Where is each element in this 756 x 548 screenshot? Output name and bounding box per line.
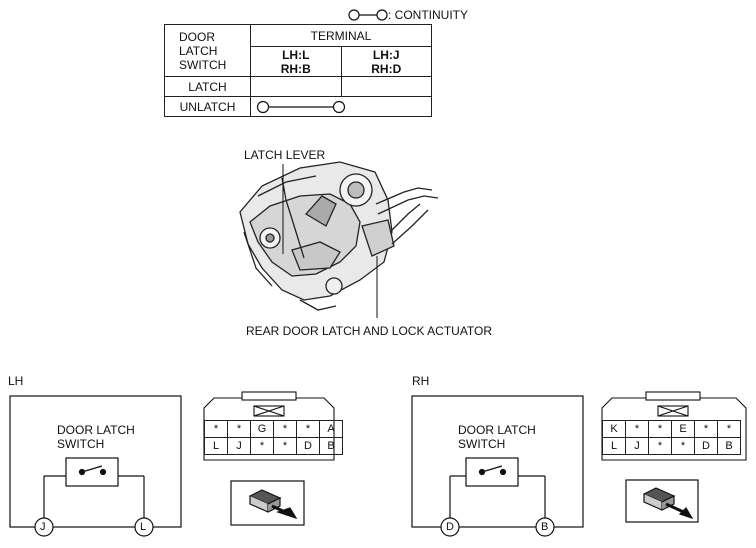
actuator-label: REAR DOOR LATCH AND LOCK ACTUATOR (246, 324, 493, 338)
continuity-table: DOOR LATCH SWITCH TERMINAL LH:L RH:B LH:… (164, 24, 432, 117)
terminal-col-1: LH:L RH:B (250, 46, 342, 77)
row-header: DOOR LATCH SWITCH (179, 29, 227, 72)
pin-cell: * (717, 420, 741, 438)
pin-cell: B (319, 437, 343, 455)
latch-lever-label: LATCH LEVER (244, 148, 326, 162)
pin-cell: A (319, 420, 343, 438)
pin-cell: * (273, 420, 297, 438)
terminal-col-2: LH:J RH:D (340, 46, 432, 77)
lh-side-label: LH (8, 374, 24, 388)
pin-cell: * (625, 420, 649, 438)
rh-switch-label-line2: SWITCH (458, 437, 506, 451)
pin-cell: B (717, 437, 741, 455)
pin-cell: * (671, 437, 695, 455)
lh-terminal-l: L (140, 521, 147, 533)
continuity-symbol-icon (348, 9, 388, 21)
terminal-col-1-line1: LH:L (282, 47, 310, 62)
rh-switch-schematic (411, 395, 584, 537)
legend-text: : CONTINUITY (388, 8, 468, 22)
terminal-col-2-line2: RH:D (371, 61, 402, 76)
pin-cell: D (296, 437, 320, 455)
rh-connector-view-icon (625, 479, 699, 523)
pin-cell: * (227, 420, 251, 438)
terminal-col-2-line1: LH:J (372, 47, 400, 62)
continuity-legend: : CONTINUITY (348, 6, 468, 24)
pin-cell: L (602, 437, 626, 455)
lh-connector-pin-table: * * G * * A L J * * D B (204, 420, 343, 455)
row-label-unlatch: UNLATCH (164, 96, 251, 117)
pin-cell: J (227, 437, 251, 455)
lh-switch-label-line2: SWITCH (57, 437, 105, 451)
pin-cell: E (671, 420, 695, 438)
pin-cell: * (296, 420, 320, 438)
terminal-header: TERMINAL (250, 24, 432, 47)
continuity-symbol-icon (256, 100, 346, 113)
rh-switch-label-line1: DOOR LATCH (458, 423, 536, 437)
table-row: L J * * D B (602, 437, 741, 455)
pin-cell: * (648, 420, 672, 438)
pin-cell: K (602, 420, 626, 438)
pin-cell: G (250, 420, 274, 438)
pin-cell: J (625, 437, 649, 455)
table-row: K * * E * * (602, 420, 741, 438)
lh-connector-view-icon (230, 480, 305, 526)
pin-cell: * (250, 437, 274, 455)
rh-connector-pin-table: K * * E * * L J * * D B (602, 420, 741, 455)
pin-cell: D (694, 437, 718, 455)
table-row: * * G * * A (204, 420, 343, 438)
table-row: L J * * D B (204, 437, 343, 455)
lh-terminal-j: J (40, 521, 46, 533)
lh-switch-label-line1: DOOR LATCH (57, 423, 135, 437)
rh-terminal-b: B (541, 521, 549, 533)
table-row: UNLATCH (164, 96, 432, 117)
pin-cell: * (204, 420, 228, 438)
lh-switch-schematic (9, 395, 182, 537)
pin-cell: * (694, 420, 718, 438)
door-latch-illustration (239, 161, 439, 311)
row-header-cell: DOOR LATCH SWITCH (164, 24, 251, 77)
rh-side-label: RH (412, 374, 430, 388)
rh-terminal-d: D (446, 521, 454, 533)
pin-cell: * (648, 437, 672, 455)
pin-cell: * (273, 437, 297, 455)
terminal-col-1-line2: RH:B (280, 61, 311, 76)
pin-cell: L (204, 437, 228, 455)
